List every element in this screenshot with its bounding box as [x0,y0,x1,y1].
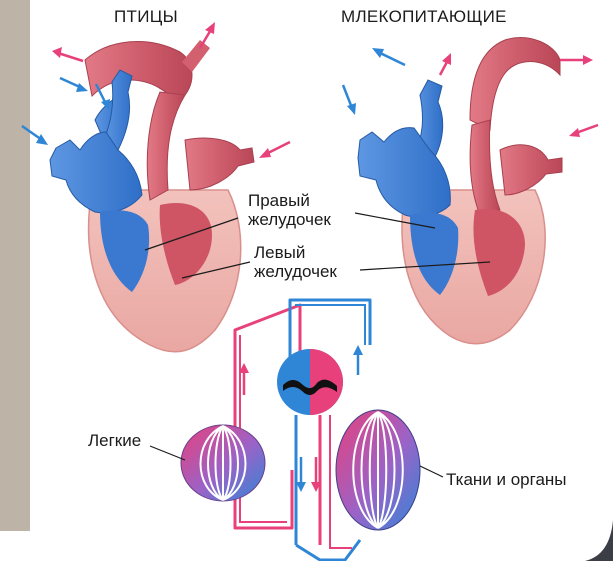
right-ventricle-label-1: Правый [248,191,310,210]
mammals-title: МЛЕКОПИТАЮЩИЕ [341,7,507,26]
tissues-organs-label: Ткани и органы [446,470,567,489]
left-ventricle-label-2: желудочек [254,262,337,281]
lungs-label: Легкие [88,431,141,450]
bird-heart [22,22,290,352]
corner-frame [585,520,613,561]
birds-title: ПТИЦЫ [114,7,178,26]
left-side-bar [0,0,30,531]
mammal-heart [340,38,598,344]
circulation-scheme [181,300,420,560]
right-ventricle-label-2: желудочек [248,210,331,229]
left-ventricle-label-1: Левый [254,243,305,262]
